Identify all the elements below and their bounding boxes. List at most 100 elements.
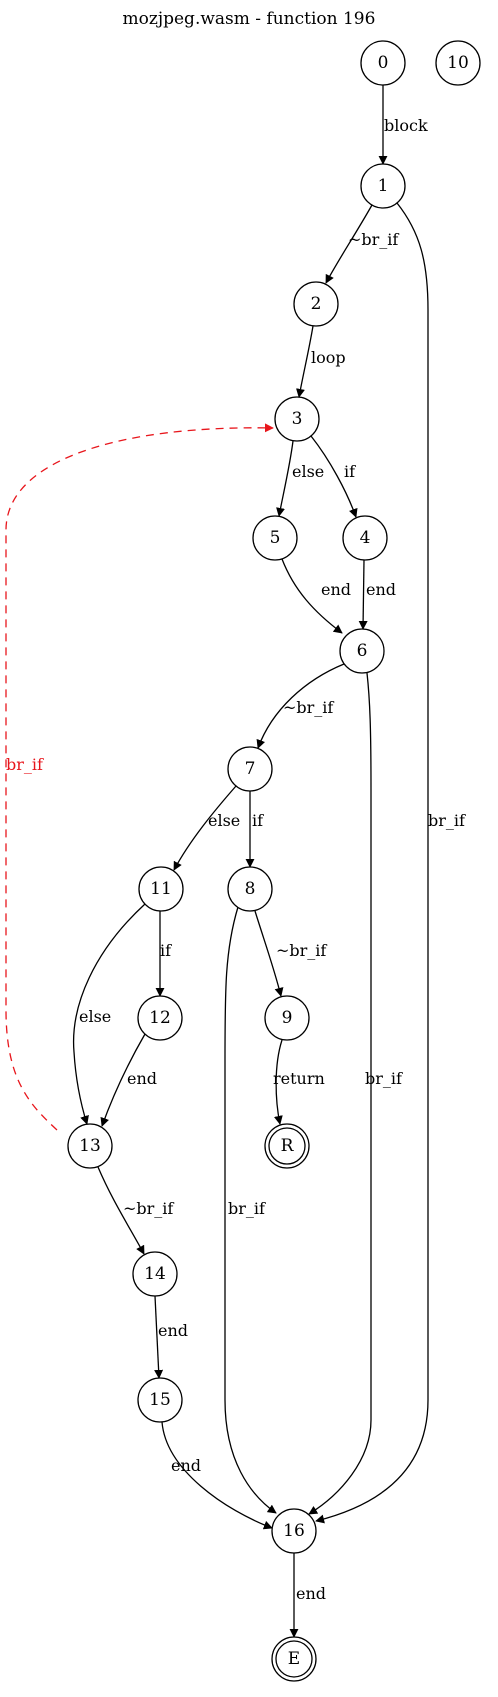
edge-line: [308, 672, 372, 1515]
edge-label: ~br_if: [348, 230, 399, 249]
node-circle: [137, 1377, 183, 1423]
node-label: 12: [149, 1008, 171, 1028]
node-13: 13: [67, 1123, 113, 1169]
node-inner-circle: [268, 1127, 306, 1165]
node-circle: [132, 1251, 178, 1297]
node-label: 4: [360, 528, 371, 548]
node-label: 15: [149, 1390, 171, 1410]
edge-line: [5, 423, 274, 1131]
node-1: 1: [360, 163, 406, 209]
edge-label: br_if: [6, 755, 44, 774]
node-label: 14: [144, 1264, 166, 1284]
edge-line: [161, 1421, 273, 1530]
node-11: 11: [138, 866, 184, 912]
edge-14-to-15: end: [154, 1295, 188, 1379]
node-9: 9: [264, 995, 310, 1041]
edge-2-to-3: loop: [296, 325, 346, 398]
node-label: 7: [245, 759, 256, 779]
node-R: R: [264, 1123, 310, 1169]
node-8: 8: [227, 866, 273, 912]
node-circle: [67, 1123, 113, 1169]
node-label: 5: [270, 528, 281, 548]
edge-8-to-9: ~br_if: [254, 910, 327, 997]
edge-line: [281, 558, 343, 634]
node-circle: [271, 1508, 317, 1554]
edge-label: end: [158, 1321, 188, 1340]
edge-11-to-12: if: [155, 911, 172, 997]
node-circle: [138, 866, 184, 912]
edge-label: end: [366, 580, 396, 599]
node-10: 10: [435, 40, 481, 86]
edge-4-to-6: end: [358, 559, 396, 630]
edge-label: else: [292, 462, 324, 481]
node-2: 2: [293, 281, 339, 327]
edge-9-to-R: return: [273, 1039, 325, 1125]
edge-line: [97, 1166, 145, 1255]
node-E: E: [271, 1636, 317, 1682]
node-circle: [252, 515, 298, 561]
node-label: 11: [150, 879, 172, 899]
node-circle: [435, 40, 481, 86]
edge-label: loop: [311, 348, 346, 367]
edge-line: [100, 1033, 146, 1127]
node-label: 2: [311, 294, 322, 314]
edge-6-to-7: ~br_if: [256, 663, 345, 749]
edge-label: ~br_if: [276, 941, 327, 960]
node-label: 9: [282, 1008, 293, 1028]
edge-label: br_if: [365, 1069, 403, 1088]
edge-label: if: [344, 462, 356, 481]
node-circle: [227, 746, 273, 792]
edge-6-to-16: br_if: [308, 672, 403, 1515]
edge-13-to-3: br_if: [5, 423, 274, 1131]
edge-8-to-16: br_if: [224, 906, 277, 1514]
edge-7-to-11: else: [173, 785, 240, 871]
node-circle: [264, 995, 310, 1041]
node-circle: [360, 40, 406, 86]
node-label: 16: [283, 1521, 305, 1541]
node-circle: [360, 163, 406, 209]
node-label: 6: [357, 641, 368, 661]
edge-15-to-16: end: [161, 1421, 273, 1530]
node-inner-circle: [275, 1640, 313, 1678]
edge-label: end: [296, 1584, 326, 1603]
edge-line: [296, 325, 314, 398]
edge-line: [325, 204, 373, 284]
node-4: 4: [342, 515, 388, 561]
node-7: 7: [227, 746, 273, 792]
edge-label: br_if: [228, 1199, 266, 1218]
node-label: 3: [292, 409, 303, 429]
edge-line: [72, 903, 146, 1125]
node-6: 6: [339, 628, 385, 674]
edge-line: [224, 906, 277, 1514]
node-circle: [339, 628, 385, 674]
edge-line: [173, 785, 237, 871]
node-label: 10: [447, 53, 469, 73]
node-5: 5: [252, 515, 298, 561]
edge-label: ~br_if: [123, 1199, 174, 1218]
edge-label: block: [384, 116, 428, 135]
edge-label: br_if: [428, 811, 466, 830]
node-label: 0: [378, 53, 389, 73]
edge-label: if: [252, 811, 264, 830]
edge-line: [154, 1295, 164, 1379]
edge-12-to-13: end: [100, 1033, 157, 1127]
edge-line: [254, 910, 284, 997]
edge-16-to-E: end: [289, 1553, 326, 1638]
edge-line: [310, 435, 358, 518]
edge-11-to-13: else: [72, 903, 146, 1125]
node-label: 13: [79, 1136, 101, 1156]
edge-label: else: [208, 811, 240, 830]
node-16: 16: [271, 1508, 317, 1554]
node-circle: [227, 866, 273, 912]
edge-1-to-16: br_if: [315, 202, 466, 1524]
node-15: 15: [137, 1377, 183, 1423]
node-circle: [293, 281, 339, 327]
edge-line: [358, 559, 368, 630]
edge-line: [273, 1039, 283, 1125]
node-3: 3: [274, 396, 320, 442]
edge-label: if: [160, 941, 172, 960]
node-label: R: [281, 1136, 295, 1156]
